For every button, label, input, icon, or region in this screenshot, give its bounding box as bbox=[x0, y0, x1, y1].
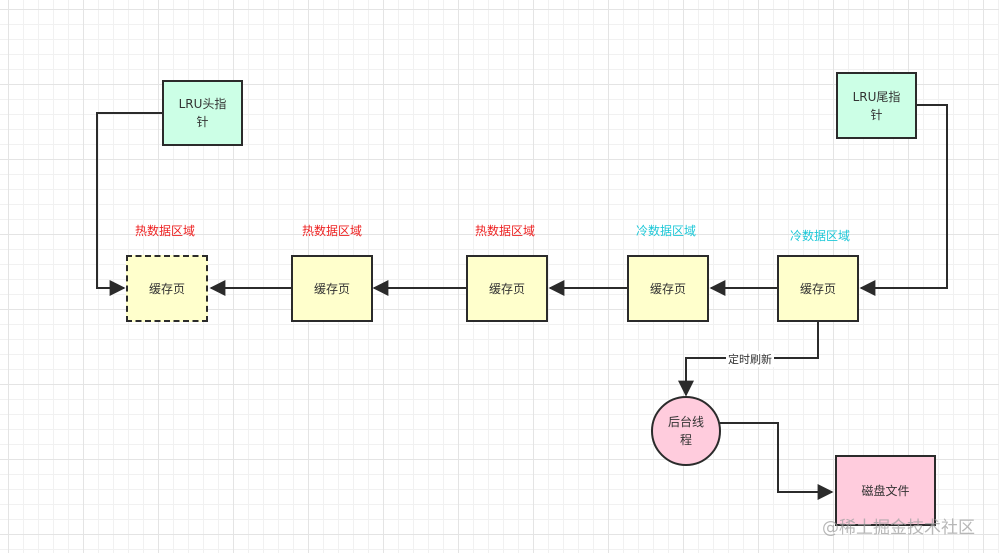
cache-page-label: 缓存页 bbox=[148, 281, 185, 296]
cache-page-label: 缓存页 bbox=[799, 281, 836, 296]
region-label-5: 冷数据区域 bbox=[790, 229, 851, 243]
cache-page-4[interactable]: 缓存页 bbox=[627, 255, 709, 322]
cache-page-3[interactable]: 缓存页 bbox=[466, 255, 548, 322]
region-label-1: 热数据区域 bbox=[135, 224, 196, 238]
region-label-2: 热数据区域 bbox=[302, 224, 363, 238]
lru-tail-label: LRU尾指针 bbox=[852, 89, 901, 122]
background-thread[interactable]: 后台线程 bbox=[651, 396, 721, 466]
edge-tail-to-page5 bbox=[859, 104, 948, 296]
cache-page-label: 缓存页 bbox=[488, 281, 525, 296]
cache-page-5[interactable]: 缓存页 bbox=[777, 255, 859, 322]
region-label-4: 冷数据区域 bbox=[636, 224, 697, 238]
edge-label-flush: 定时刷新 bbox=[726, 351, 774, 367]
lru-head-label: LRU头指针 bbox=[178, 97, 227, 129]
lru-head-pointer[interactable]: LRU头指针 bbox=[162, 80, 243, 146]
cache-page-label: 缓存页 bbox=[649, 281, 686, 296]
cache-page-label: 缓存页 bbox=[313, 281, 350, 296]
lru-tail-pointer[interactable]: LRU尾指针 bbox=[836, 72, 917, 139]
watermark: @稀土掘金技术社区 bbox=[822, 518, 975, 538]
edge-thread-to-disk bbox=[720, 422, 834, 500]
cache-page-1[interactable]: 缓存页 bbox=[126, 255, 208, 322]
disk-file[interactable]: 磁盘文件 bbox=[835, 455, 936, 526]
cache-page-2[interactable]: 缓存页 bbox=[291, 255, 373, 322]
background-thread-label: 后台线程 bbox=[667, 415, 704, 447]
region-label-3: 热数据区域 bbox=[475, 224, 536, 238]
disk-file-label: 磁盘文件 bbox=[861, 483, 910, 498]
edge-head-to-page1 bbox=[96, 112, 163, 296]
